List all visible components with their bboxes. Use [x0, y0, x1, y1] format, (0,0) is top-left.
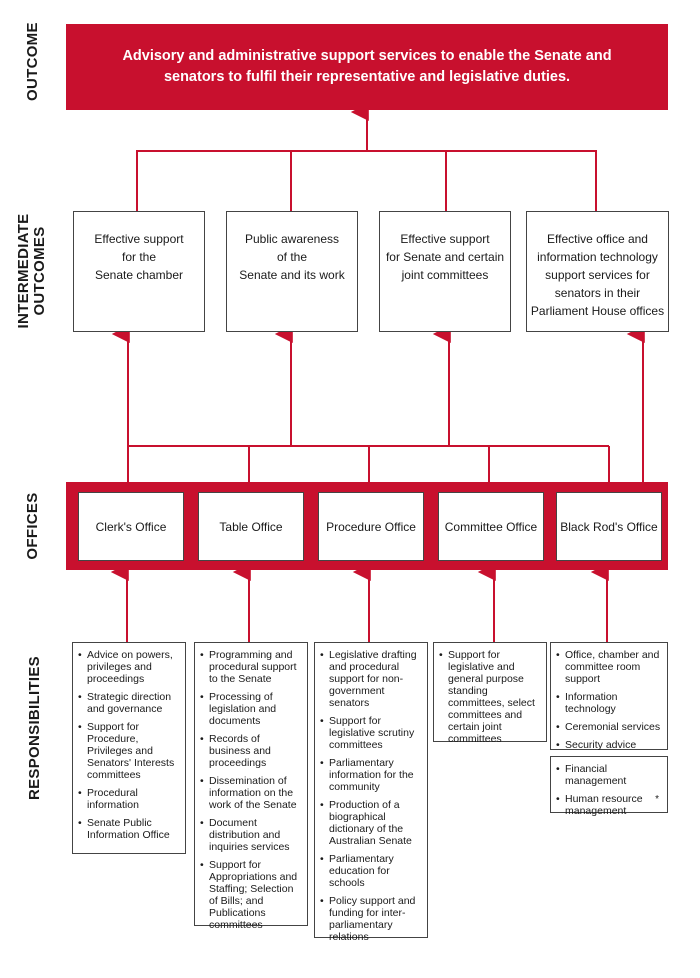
responsibility-item: Support for legislative scrutiny committ…: [319, 715, 423, 751]
responsibility-item: Processing of legislation and documents: [199, 691, 303, 727]
responsibility-item: Parliamentary information for the commun…: [319, 757, 423, 793]
side-label-outcome: OUTCOME: [24, 22, 41, 101]
office-label: Committee Office: [444, 519, 538, 534]
responsibility-item: Support for Appropriations and Staffing;…: [199, 859, 303, 931]
intermediate-outcome-committees: Effective support for Senate and certain…: [379, 211, 511, 332]
responsibility-item: Financial management: [555, 763, 663, 787]
io-line: Senate and its work: [239, 268, 345, 282]
io-line: joint committees: [401, 268, 489, 282]
office-table: Table Office: [198, 492, 304, 561]
io-line: Effective office and: [547, 232, 648, 246]
responsibility-item: Office, chamber and committee room suppo…: [555, 649, 663, 685]
io-line: Effective support: [94, 232, 184, 246]
intermediate-outcome-office-it-support: Effective office and information technol…: [526, 211, 669, 332]
footnote-asterisk: *: [655, 794, 659, 805]
responsibility-item: Human resource management: [555, 793, 663, 817]
responsibilities-black-rod: Office, chamber and committee room suppo…: [550, 642, 668, 751]
io-line: support services for: [545, 268, 650, 282]
responsibility-item: Senate Public Information Office: [77, 817, 181, 841]
io-line: Public awareness: [244, 232, 340, 246]
responsibilities-committee: Support for legislative and general purp…: [433, 642, 547, 745]
office-committee: Committee Office: [438, 492, 544, 561]
responsibility-item: Programming and procedural support to th…: [199, 649, 303, 685]
io-line: of the: [276, 250, 308, 264]
office-label: Table Office: [219, 519, 283, 534]
side-label-offices: OFFICES: [24, 492, 41, 560]
outcome-text: Advisory and administrative support serv…: [107, 46, 627, 88]
responsibility-item: Strategic direction and governance: [77, 691, 181, 715]
office-clerks: Clerk's Office: [78, 492, 184, 561]
responsibility-item: Legislative drafting and procedural supp…: [319, 649, 423, 709]
responsibility-item: Records of business and proceedings: [199, 733, 303, 769]
office-label: Black Rod's Office: [560, 519, 658, 534]
responsibility-item: Policy support and funding for inter-par…: [319, 895, 423, 943]
side-label-responsibilities: RESPONSIBILITIES: [26, 656, 43, 800]
side-label-intermediate-outcomes: INTERMEDIATE OUTCOMES: [15, 211, 50, 331]
responsibility-item: Procedural information: [77, 787, 181, 811]
responsibility-item: Dissemination of information on the work…: [199, 775, 303, 811]
responsibility-item: Parliamentary education for schools: [319, 853, 423, 889]
io-line: senators in their: [554, 286, 641, 300]
office-black-rods: Black Rod's Office: [556, 492, 662, 561]
responsibility-item: Security advice: [555, 739, 663, 751]
io-line: for Senate and certain: [385, 250, 505, 264]
io-line: Parliament House offices: [530, 304, 665, 318]
office-label: Clerk's Office: [95, 519, 167, 534]
outcome-line-1: Advisory and administrative support serv…: [122, 48, 612, 64]
io-line: Effective support: [400, 232, 490, 246]
side-label-intermediate-line2: OUTCOMES: [31, 226, 48, 316]
responsibilities-table: Programming and procedural support to th…: [194, 642, 308, 931]
outcome-line-2: senators to fulfil their representative …: [163, 69, 571, 85]
intermediate-outcome-public-awareness: Public awareness of the Senate and its w…: [226, 211, 358, 332]
responsibility-item: Production of a biographical dictionary …: [319, 799, 423, 847]
responsibility-item: Ceremonial services: [555, 721, 663, 733]
outcome-banner: Advisory and administrative support serv…: [66, 24, 668, 110]
responsibilities-black-rod-extra: Financial management Human resource mana…: [550, 756, 668, 817]
responsibilities-procedure: Legislative drafting and procedural supp…: [314, 642, 428, 943]
io-line: Senate chamber: [94, 268, 184, 282]
responsibility-item: Information technology: [555, 691, 663, 715]
responsibilities-clerks: Advice on powers, privileges and proceed…: [72, 642, 186, 854]
io-line: for the: [121, 250, 157, 264]
office-procedure: Procedure Office: [318, 492, 424, 561]
responsibility-item: Support for legislative and general purp…: [438, 649, 542, 745]
responsibility-item: Advice on powers, privileges and proceed…: [77, 649, 181, 685]
responsibility-item: Document distribution and inquiries serv…: [199, 817, 303, 853]
side-label-intermediate-line1: INTERMEDIATE: [15, 213, 32, 329]
intermediate-outcome-senate-chamber: Effective support for the Senate chamber: [73, 211, 205, 332]
office-label: Procedure Office: [326, 519, 416, 534]
responsibility-item: Support for Procedure, Privileges and Se…: [77, 721, 181, 781]
io-line: information technology: [537, 250, 658, 264]
